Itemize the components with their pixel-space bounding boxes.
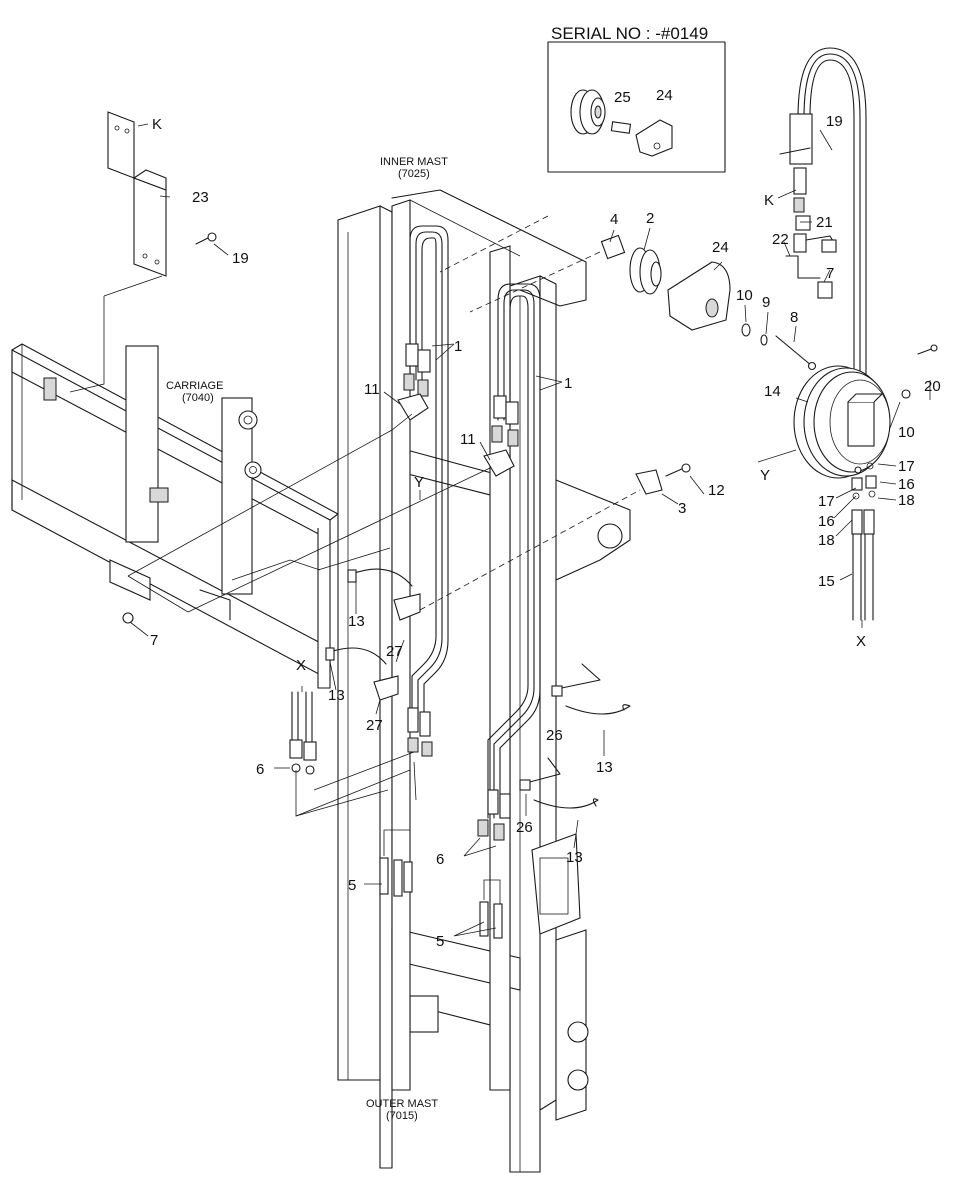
callout-10: 10 — [736, 287, 753, 304]
callout-5: 5 — [436, 933, 444, 950]
callout-9: 9 — [762, 294, 770, 311]
callout-11: 11 — [460, 431, 476, 448]
outer-mast-label: OUTER MAST — [366, 1098, 438, 1110]
callout-5: 5 — [348, 877, 356, 894]
callout-12: 12 — [708, 482, 725, 499]
callout-Y: Y — [760, 467, 770, 484]
carriage-code: (7040) — [182, 392, 214, 404]
callout-19: 19 — [826, 113, 843, 130]
callout-24: 24 — [712, 239, 729, 256]
outer-mast — [337, 189, 631, 1173]
callout-17: 17 — [898, 458, 915, 475]
callout-27: 27 — [386, 643, 403, 660]
callout-K: K — [152, 116, 162, 133]
callout-3: 3 — [678, 500, 686, 517]
callout-10: 10 — [898, 424, 915, 441]
callout-18: 18 — [898, 492, 915, 509]
valves-5 — [379, 829, 503, 939]
hose-bundle-left — [409, 225, 449, 721]
callout-2: 2 — [646, 210, 654, 227]
clips — [325, 568, 631, 809]
hose-bundle-right — [487, 283, 541, 819]
callout-7: 7 — [150, 632, 158, 649]
callout-19: 19 — [232, 250, 249, 267]
inset-frame — [547, 41, 726, 173]
carriage-frame — [11, 343, 339, 689]
callout-13: 13 — [348, 613, 365, 630]
callout-26: 26 — [516, 819, 533, 836]
bracket-23 — [107, 111, 217, 277]
callout-21: 21 — [816, 214, 833, 231]
leader-lines — [129, 123, 931, 937]
bracket-3 — [635, 463, 691, 495]
callout-X: X — [856, 633, 866, 650]
callout-24: 24 — [656, 87, 673, 104]
serial-inset: SERIAL NO : -#0149 — [547, 24, 726, 173]
callout-26: 26 — [546, 727, 563, 744]
callout-25: 25 — [614, 89, 631, 106]
callout-1: 1 — [454, 338, 462, 355]
callout-20: 20 — [924, 378, 941, 395]
callout-15: 15 — [818, 573, 835, 590]
guide-lines — [69, 215, 641, 817]
callout-13: 13 — [328, 687, 345, 704]
callout-6: 6 — [436, 851, 444, 868]
inner-mast-label: INNER MAST — [380, 156, 448, 168]
callout-K: K — [764, 192, 774, 209]
callout-23: 23 — [192, 189, 209, 206]
inset-title: SERIAL NO : -#0149 — [551, 24, 708, 43]
callout-X: X — [296, 657, 306, 674]
callout-4: 4 — [610, 211, 618, 228]
callout-6: 6 — [256, 761, 264, 778]
callout-8: 8 — [790, 309, 798, 326]
callout-22: 22 — [772, 231, 789, 248]
callout-13: 13 — [596, 759, 613, 776]
callout-18: 18 — [818, 532, 835, 549]
elbow-fittings — [397, 393, 515, 477]
bolt-7 — [122, 612, 134, 624]
callout-1: 1 — [564, 375, 572, 392]
callout-11: 11 — [364, 381, 380, 398]
callout-16: 16 — [818, 513, 835, 530]
callout-27: 27 — [366, 717, 383, 734]
callout-14: 14 — [764, 383, 781, 400]
callout-Y: Y — [414, 474, 424, 491]
hose-pair-left — [289, 691, 317, 775]
inner-mast-code: (7025) — [398, 168, 430, 180]
outer-mast-code: (7015) — [386, 1110, 418, 1122]
callout-17: 17 — [818, 493, 835, 510]
callout-13: 13 — [566, 849, 583, 866]
callout-7: 7 — [826, 265, 834, 282]
carriage-label: CARRIAGE — [166, 380, 223, 392]
callout-16: 16 — [898, 476, 915, 493]
pulley-assembly — [600, 234, 817, 371]
hose-reel — [779, 47, 938, 621]
hose-fittings — [403, 343, 519, 841]
